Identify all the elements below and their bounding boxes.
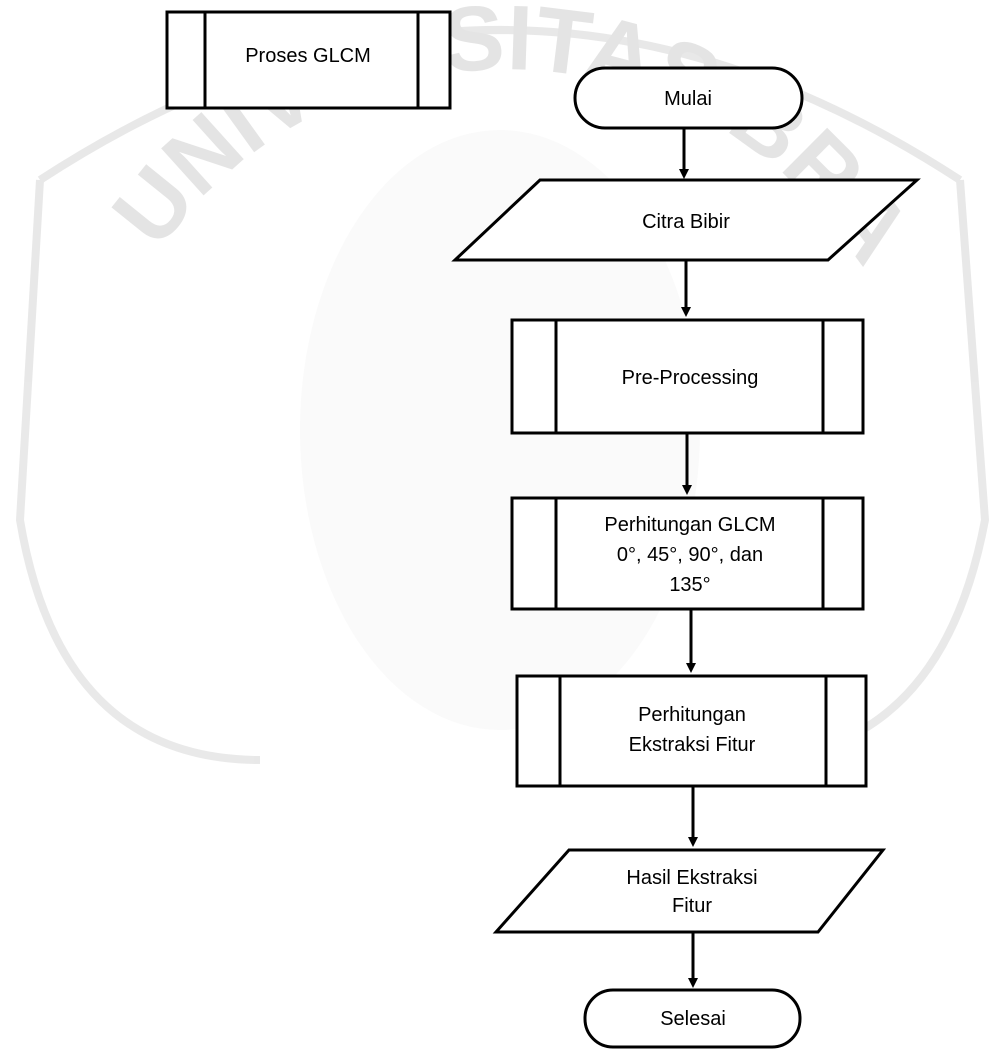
feature-label-line1: Perhitungan (638, 704, 746, 726)
end-terminator: Selesai (583, 988, 802, 1049)
preprocessing-label: Pre-Processing (622, 367, 759, 389)
output-label-line2: Fitur (672, 895, 712, 917)
input-parallelogram: Citra Bibir (451, 178, 921, 262)
output-label-line1: Hasil Ekstraksi (626, 867, 757, 889)
start-label: Mulai (664, 88, 712, 110)
feature-label-line2: Ekstraksi Fitur (629, 734, 756, 756)
preprocessing-process-box: Pre-Processing (510, 318, 865, 435)
output-parallelogram: Hasil Ekstraksi Fitur (492, 848, 887, 934)
feature-process-box: Perhitungan Ekstraksi Fitur (515, 674, 868, 788)
title-label: Proses GLCM (245, 45, 371, 67)
glcm-label-line3: 135° (669, 574, 710, 596)
end-label: Selesai (660, 1008, 726, 1030)
glcm-label-line1: Perhitungan GLCM (604, 514, 775, 536)
glcm-label-line2: 0°, 45°, 90°, dan (617, 544, 763, 566)
start-terminator: Mulai (573, 66, 804, 130)
title-process-box: Proses GLCM (165, 10, 452, 110)
input-label: Citra Bibir (642, 211, 730, 233)
glcm-process-box: Perhitungan GLCM 0°, 45°, 90°, dan 135° (510, 496, 865, 611)
